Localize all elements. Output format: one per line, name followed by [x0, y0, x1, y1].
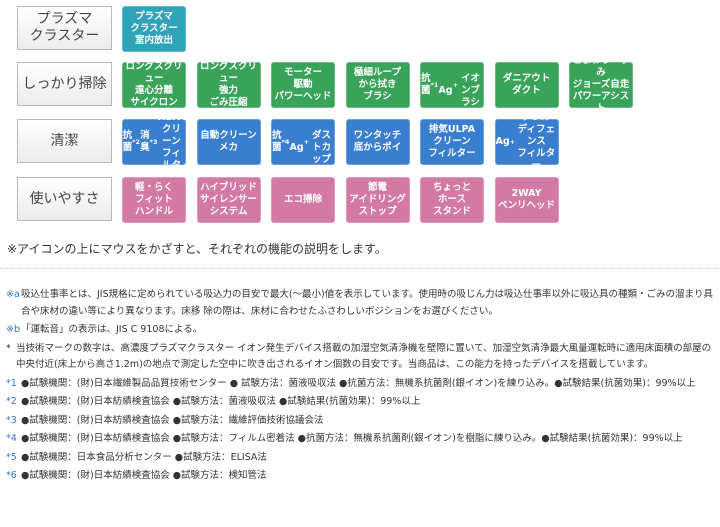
- feature-icon[interactable]: モーター 駆動 パワーヘッド: [271, 62, 335, 108]
- feature-icon[interactable]: 抗菌*2消臭*3 HEPAクリーン フィルター: [122, 112, 186, 183]
- feature-icon[interactable]: プラズマ クラスター 室内放出: [122, 6, 186, 52]
- feature-icon[interactable]: 抗菌*1 Ag+ イオンブラシ: [420, 62, 484, 108]
- feature-icon[interactable]: ロングスクリュー 遠心分離 サイクロン: [122, 61, 186, 108]
- footnote-mark: *1: [6, 377, 17, 389]
- footnote-5: *5 ●試験機関：日本食品分析センター ●試験方法：ELISA法: [6, 450, 714, 467]
- feature-icon[interactable]: 自動クリーン メカ: [196, 119, 261, 165]
- footnote-mark: *: [6, 342, 11, 354]
- footnote-text: 当技術マークの数字は、高濃度プラズマクラスター イオン発生デバイス搭載の加湿空気…: [16, 342, 712, 371]
- category-label: しっかり掃除: [17, 62, 112, 106]
- footnote-2: *2 ●試験機関：(財)日本紡績検査協会 ●試験方法：菌液吸収法 ●試験結果(抗菌…: [6, 394, 714, 411]
- feature-icon[interactable]: ワンタッチ 底からポイ: [345, 119, 410, 165]
- footnote-text: ●試験機関：(財)日本繊維製品品質技術センター ● 試験方法：菌液吸収法 ●抗菌…: [21, 377, 696, 389]
- feature-icon[interactable]: 節電 アイドリング ストップ: [345, 177, 410, 223]
- footnote-mark: ※b: [6, 324, 20, 335]
- footnote-text: ●試験機関：(財)日本紡績検査協会 ●試験方法：繊維評価技術協議会法: [21, 414, 324, 426]
- footnote-1: *1 ●試験機関：(財)日本繊維製品品質技術センター ● 試験方法：菌液吸収法 ●…: [6, 376, 714, 393]
- feature-icon[interactable]: 2WAY ベンリヘッド: [494, 177, 559, 223]
- feature-icon[interactable]: ダニアウト ダクト: [494, 62, 559, 108]
- footnote-text: ●試験機関：(財)日本紡績検査協会 ●試験方法：フィルム密着法 ●抗菌方法：無機…: [21, 433, 683, 444]
- footnote-4: *4 ●試験機関：(財)日本紡績検査協会 ●試験方法：フィルム密着法 ●抗菌方法：…: [6, 431, 714, 448]
- feature-icon[interactable]: ちょっと ホース スタンド: [420, 177, 484, 223]
- feature-icon[interactable]: 軽・らく フィット ハンドル: [122, 177, 186, 223]
- category-label: 清潔: [17, 119, 112, 163]
- footnote-mark: *3: [6, 414, 17, 426]
- footnote-text: ●試験機関：(財)日本紡績検査協会 ●試験方法：検知管法: [21, 470, 267, 481]
- feature-icon[interactable]: 抗菌*4 Ag+ ダストカップ: [271, 119, 335, 165]
- footnote-text: 「運転音」の表示は、JIS C 9108による。: [21, 324, 203, 335]
- footnote-text: 吸込仕事率とは、JIS規格に定められている吸込力の目安で最大(～最小)値を表示し…: [21, 289, 714, 317]
- feature-icon[interactable]: ハイブリッド サイレンサー システム: [196, 177, 261, 223]
- footnote-text: ●試験機関：(財)日本紡績検査協会 ●試験方法：菌液吸収法 ●試験結果(抗菌効果…: [21, 396, 421, 407]
- feature-icon[interactable]: 排気ULPA クリーン フィルター: [420, 119, 484, 165]
- feature-icon[interactable]: ロングスクリュー 強力 ごみ圧縮: [196, 61, 261, 108]
- category-label: 使いやすさ: [17, 177, 112, 221]
- divider: [0, 268, 720, 269]
- feature-icon[interactable]: Ag+アレル ディフェンス フィルター: [494, 112, 559, 171]
- feature-icon[interactable]: エコ掃除: [271, 177, 335, 223]
- footnote-mark: *2: [6, 396, 17, 407]
- feature-icon[interactable]: こまわり・すみ ジョーズ自走 パワーアシスト: [569, 55, 633, 114]
- feature-icon[interactable]: 極細ループ から拭き ブラシ: [345, 62, 410, 108]
- footnote-3: *3 ●試験機関：(財)日本紡績検査協会 ●試験方法：繊維評価技術協議会法: [6, 413, 714, 430]
- category-label: プラズマ クラスター: [17, 6, 112, 50]
- footnote-mark: *4: [6, 433, 17, 444]
- footnote-mark: ※a: [6, 289, 20, 300]
- footnote-6: *6 ●試験機関：(財)日本紡績検査協会 ●試験方法：検知管法: [6, 468, 714, 485]
- footnote-star: * 当技術マークの数字は、高濃度プラズマクラスター イオン発生デバイス搭載の加湿空…: [6, 341, 714, 374]
- footnote-mark: *5: [6, 451, 17, 463]
- hover-hint: ※アイコンの上にマウスをかざすと、それぞれの機能の説明をします。: [7, 242, 387, 256]
- footnote-b: ※b「運転音」の表示は、JIS C 9108による。: [6, 322, 714, 339]
- footnote-text: ●試験機関：日本食品分析センター ●試験方法：ELISA法: [21, 451, 267, 463]
- footnote-mark: *6: [6, 470, 17, 481]
